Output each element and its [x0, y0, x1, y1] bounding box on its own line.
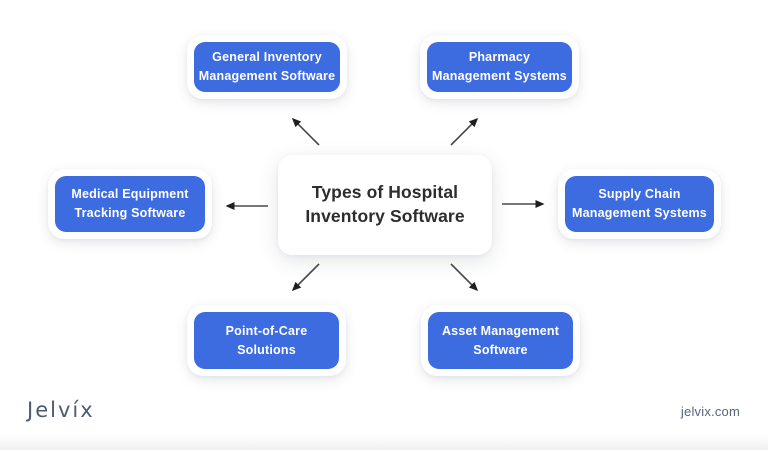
node-label-line: Medical Equipment — [71, 187, 189, 202]
node-label-line: Asset Management — [441, 323, 560, 338]
node-general-inventory: General Inventory Management Software — [187, 35, 347, 99]
node-label-line: Supply Chain — [598, 187, 681, 202]
node-label-line: General Inventory — [212, 50, 322, 65]
node-label-line: Management Systems — [572, 206, 707, 220]
node-label-line: Pharmacy — [468, 50, 531, 65]
node-pharmacy: Pharmacy Management Systems — [420, 35, 579, 99]
arrow-to-pharmacy-icon — [450, 117, 479, 146]
node-label-line: Tracking Software — [74, 206, 186, 220]
node-point-of-care: Point-of-Care Solutions — [187, 305, 346, 376]
node-label-line: Software — [473, 342, 528, 357]
node-label-line: Point-of-Care — [225, 323, 308, 338]
center-title-line2: Inventory Software — [305, 206, 465, 226]
node-point-of-care-label: Point-of-Care Solutions — [194, 312, 339, 369]
arrow-to-asset-management-icon — [450, 263, 479, 292]
jelvix-logo: Jelvíx — [27, 398, 95, 422]
node-general-inventory-label: General Inventory Management Software — [194, 42, 340, 92]
node-pharmacy-label: Pharmacy Management Systems — [427, 42, 572, 92]
node-medical-equipment: Medical Equipment Tracking Software — [48, 169, 212, 239]
node-supply-chain-label: Supply Chain Management Systems — [565, 176, 714, 232]
arrow-to-general-inventory-icon — [291, 117, 320, 146]
node-label-line: Management Systems — [432, 69, 567, 83]
node-medical-equipment-label: Medical Equipment Tracking Software — [55, 176, 205, 232]
jelvix-website-text: jelvix.com — [680, 404, 740, 419]
arrow-to-point-of-care-icon — [291, 263, 320, 292]
node-asset-management: Asset Management Software — [421, 305, 580, 376]
center-title-card: Types of Hospital Inventory Software — [278, 155, 492, 255]
bottom-fade-strip — [0, 434, 768, 450]
node-supply-chain: Supply Chain Management Systems — [558, 169, 721, 239]
node-asset-management-label: Asset Management Software — [428, 312, 573, 369]
center-title-line1: Types of Hospital — [311, 182, 459, 203]
node-label-line: Management Software — [198, 69, 336, 83]
node-label-line: Solutions — [237, 342, 296, 357]
